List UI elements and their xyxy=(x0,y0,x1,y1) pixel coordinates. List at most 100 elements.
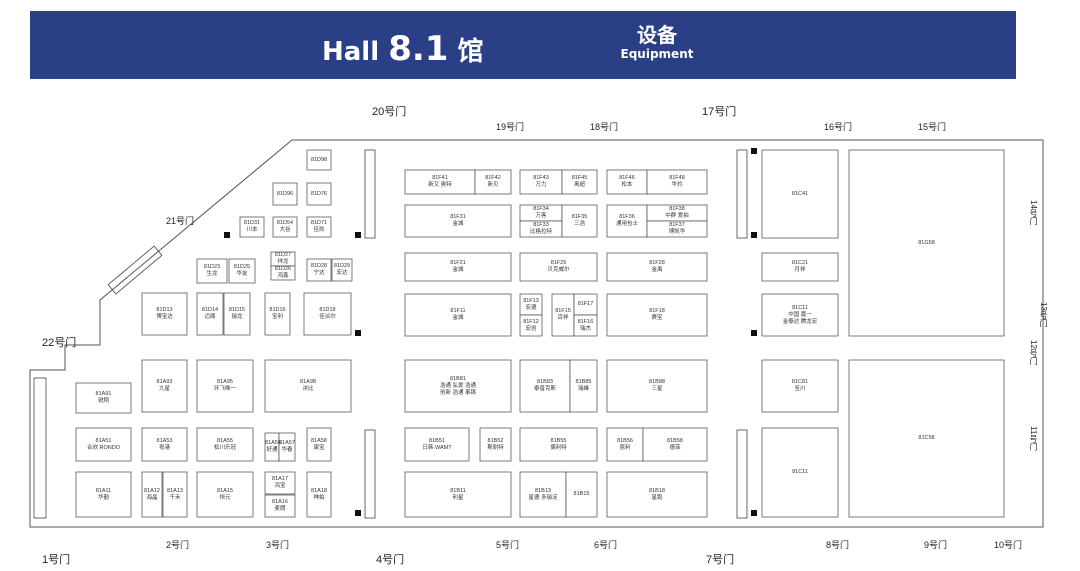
booth-81d54[interactable] xyxy=(272,216,298,238)
booth-81b85[interactable] xyxy=(569,359,598,413)
diagonal-signboard xyxy=(107,245,163,295)
booth-81b56[interactable] xyxy=(606,427,644,462)
booth-81a57[interactable] xyxy=(278,432,296,462)
booth-label: 81A15 恒元 xyxy=(217,487,233,501)
booth-81d71[interactable] xyxy=(306,216,332,238)
gate-6: 6号门 xyxy=(594,540,618,550)
booth-81c21[interactable] xyxy=(761,252,839,282)
booth-81d23[interactable] xyxy=(196,258,228,284)
booth-81c58[interactable] xyxy=(848,359,1005,518)
booth-81b83[interactable] xyxy=(519,359,571,413)
booth-81b58[interactable] xyxy=(642,427,708,462)
booth-81f12[interactable] xyxy=(519,314,543,337)
booth-81a18[interactable] xyxy=(306,471,332,518)
booth-81b13[interactable] xyxy=(519,471,567,518)
booth-81d13[interactable] xyxy=(141,292,188,336)
booth-81f35[interactable] xyxy=(561,204,598,238)
booth-81f36[interactable] xyxy=(606,204,648,238)
booth-81d16[interactable] xyxy=(264,292,291,336)
booth-81a95[interactable] xyxy=(196,359,254,413)
booth-81g58[interactable] xyxy=(848,149,1005,337)
booth-81b51[interactable] xyxy=(404,427,470,462)
booth-81c41[interactable] xyxy=(761,149,839,239)
booth-81b55[interactable] xyxy=(519,427,598,462)
booth-81a12[interactable] xyxy=(141,471,163,518)
booth-label: 81F25 贝克威尔 xyxy=(547,260,570,273)
booth-81f48[interactable] xyxy=(646,169,708,195)
booth-81f43[interactable] xyxy=(519,169,563,195)
booth-81f28[interactable] xyxy=(606,252,708,282)
booth-81a98[interactable] xyxy=(264,359,352,413)
booth-label: 81C21 月祥 xyxy=(791,260,809,273)
hall-banner: Hall 8.1 馆 设备 Equipment xyxy=(30,11,1016,79)
booth-81a16[interactable] xyxy=(264,494,296,518)
booth-label: 81D13 博宝达 xyxy=(156,307,173,320)
booth-81a17[interactable] xyxy=(264,471,296,495)
gate-22: 22号门 xyxy=(42,337,77,349)
booth-label: 81A18 神拍 xyxy=(311,487,327,501)
booth-label: 81F18 赛宝 xyxy=(649,308,665,321)
booth-81a11[interactable] xyxy=(75,471,132,518)
booth-81f11[interactable] xyxy=(404,293,512,337)
booth-label: 81A17 鸿宝 xyxy=(272,476,288,489)
booth-81b81[interactable] xyxy=(404,359,512,413)
booth-label: 81B15 xyxy=(573,491,590,497)
booth-81a51[interactable] xyxy=(75,427,132,462)
booth-81a58[interactable] xyxy=(306,427,332,462)
booth-81d28[interactable] xyxy=(306,258,332,282)
booth-81d18[interactable] xyxy=(303,292,352,336)
booth-81a53[interactable] xyxy=(141,427,188,462)
booth-81b15[interactable] xyxy=(565,471,598,518)
pillar-column-right-2 xyxy=(736,429,748,519)
booth-label: 81F11 金城 xyxy=(450,308,466,321)
pillar xyxy=(355,232,361,238)
booth-label: 81F31 金城 xyxy=(450,214,466,227)
booth-81f45[interactable] xyxy=(561,169,598,195)
booth-81f42[interactable] xyxy=(474,169,512,195)
side-strip-left xyxy=(33,377,47,519)
booth-81b18[interactable] xyxy=(606,471,708,518)
booth-81b88[interactable] xyxy=(606,359,708,413)
gate-19: 19号门 xyxy=(496,122,525,132)
booth-81a15[interactable] xyxy=(196,471,254,518)
booth-81d15[interactable] xyxy=(223,292,251,336)
booth-81a93[interactable] xyxy=(141,359,188,413)
booth-label: 81C11 xyxy=(792,469,808,475)
booth-81a55[interactable] xyxy=(196,427,254,462)
pillar xyxy=(751,510,757,516)
booth-label: 81F36 通用包士 xyxy=(615,214,638,227)
category-en: Equipment xyxy=(620,47,694,61)
booth-label: 81D96 xyxy=(276,190,294,197)
booth-81c11b[interactable] xyxy=(761,427,839,518)
booth-label: 81D71 佳凯 xyxy=(310,220,328,233)
booth-label: 81F45 奥超 xyxy=(571,175,588,188)
gate-13: 13号门 xyxy=(1039,302,1048,327)
booth-81f21[interactable] xyxy=(404,252,512,282)
booth-81a13[interactable] xyxy=(162,471,188,518)
booth-81c81[interactable] xyxy=(761,359,839,413)
booth-81d26[interactable] xyxy=(270,265,296,281)
booth-81d25[interactable] xyxy=(228,258,256,284)
booth-81d29[interactable] xyxy=(331,258,353,282)
booth-81f25[interactable] xyxy=(519,252,598,282)
booth-81d76[interactable] xyxy=(306,182,332,206)
booth-81f46[interactable] xyxy=(606,169,648,195)
booth-81d96[interactable] xyxy=(272,182,298,206)
booth-label: 81F15 百祥 xyxy=(555,308,571,321)
booth-81f16[interactable] xyxy=(573,314,598,337)
booth-label: 81A12 海晶 xyxy=(144,487,160,501)
booth-81c11[interactable] xyxy=(761,293,839,337)
booth-81f18[interactable] xyxy=(606,293,708,337)
booth-81a91[interactable] xyxy=(75,382,132,414)
booth-label: 81B88 三星 xyxy=(649,379,665,392)
booth-label: 81A13 千禾 xyxy=(167,487,183,501)
booth-81b52[interactable] xyxy=(479,427,512,462)
booth-81d98[interactable] xyxy=(306,149,332,171)
booth-81d31[interactable] xyxy=(239,216,265,238)
booth-81d14[interactable] xyxy=(196,292,224,336)
hall-outline xyxy=(29,139,1044,528)
booth-81f37[interactable] xyxy=(646,220,708,238)
booth-81b11[interactable] xyxy=(404,471,512,518)
booth-81f31[interactable] xyxy=(404,204,512,238)
